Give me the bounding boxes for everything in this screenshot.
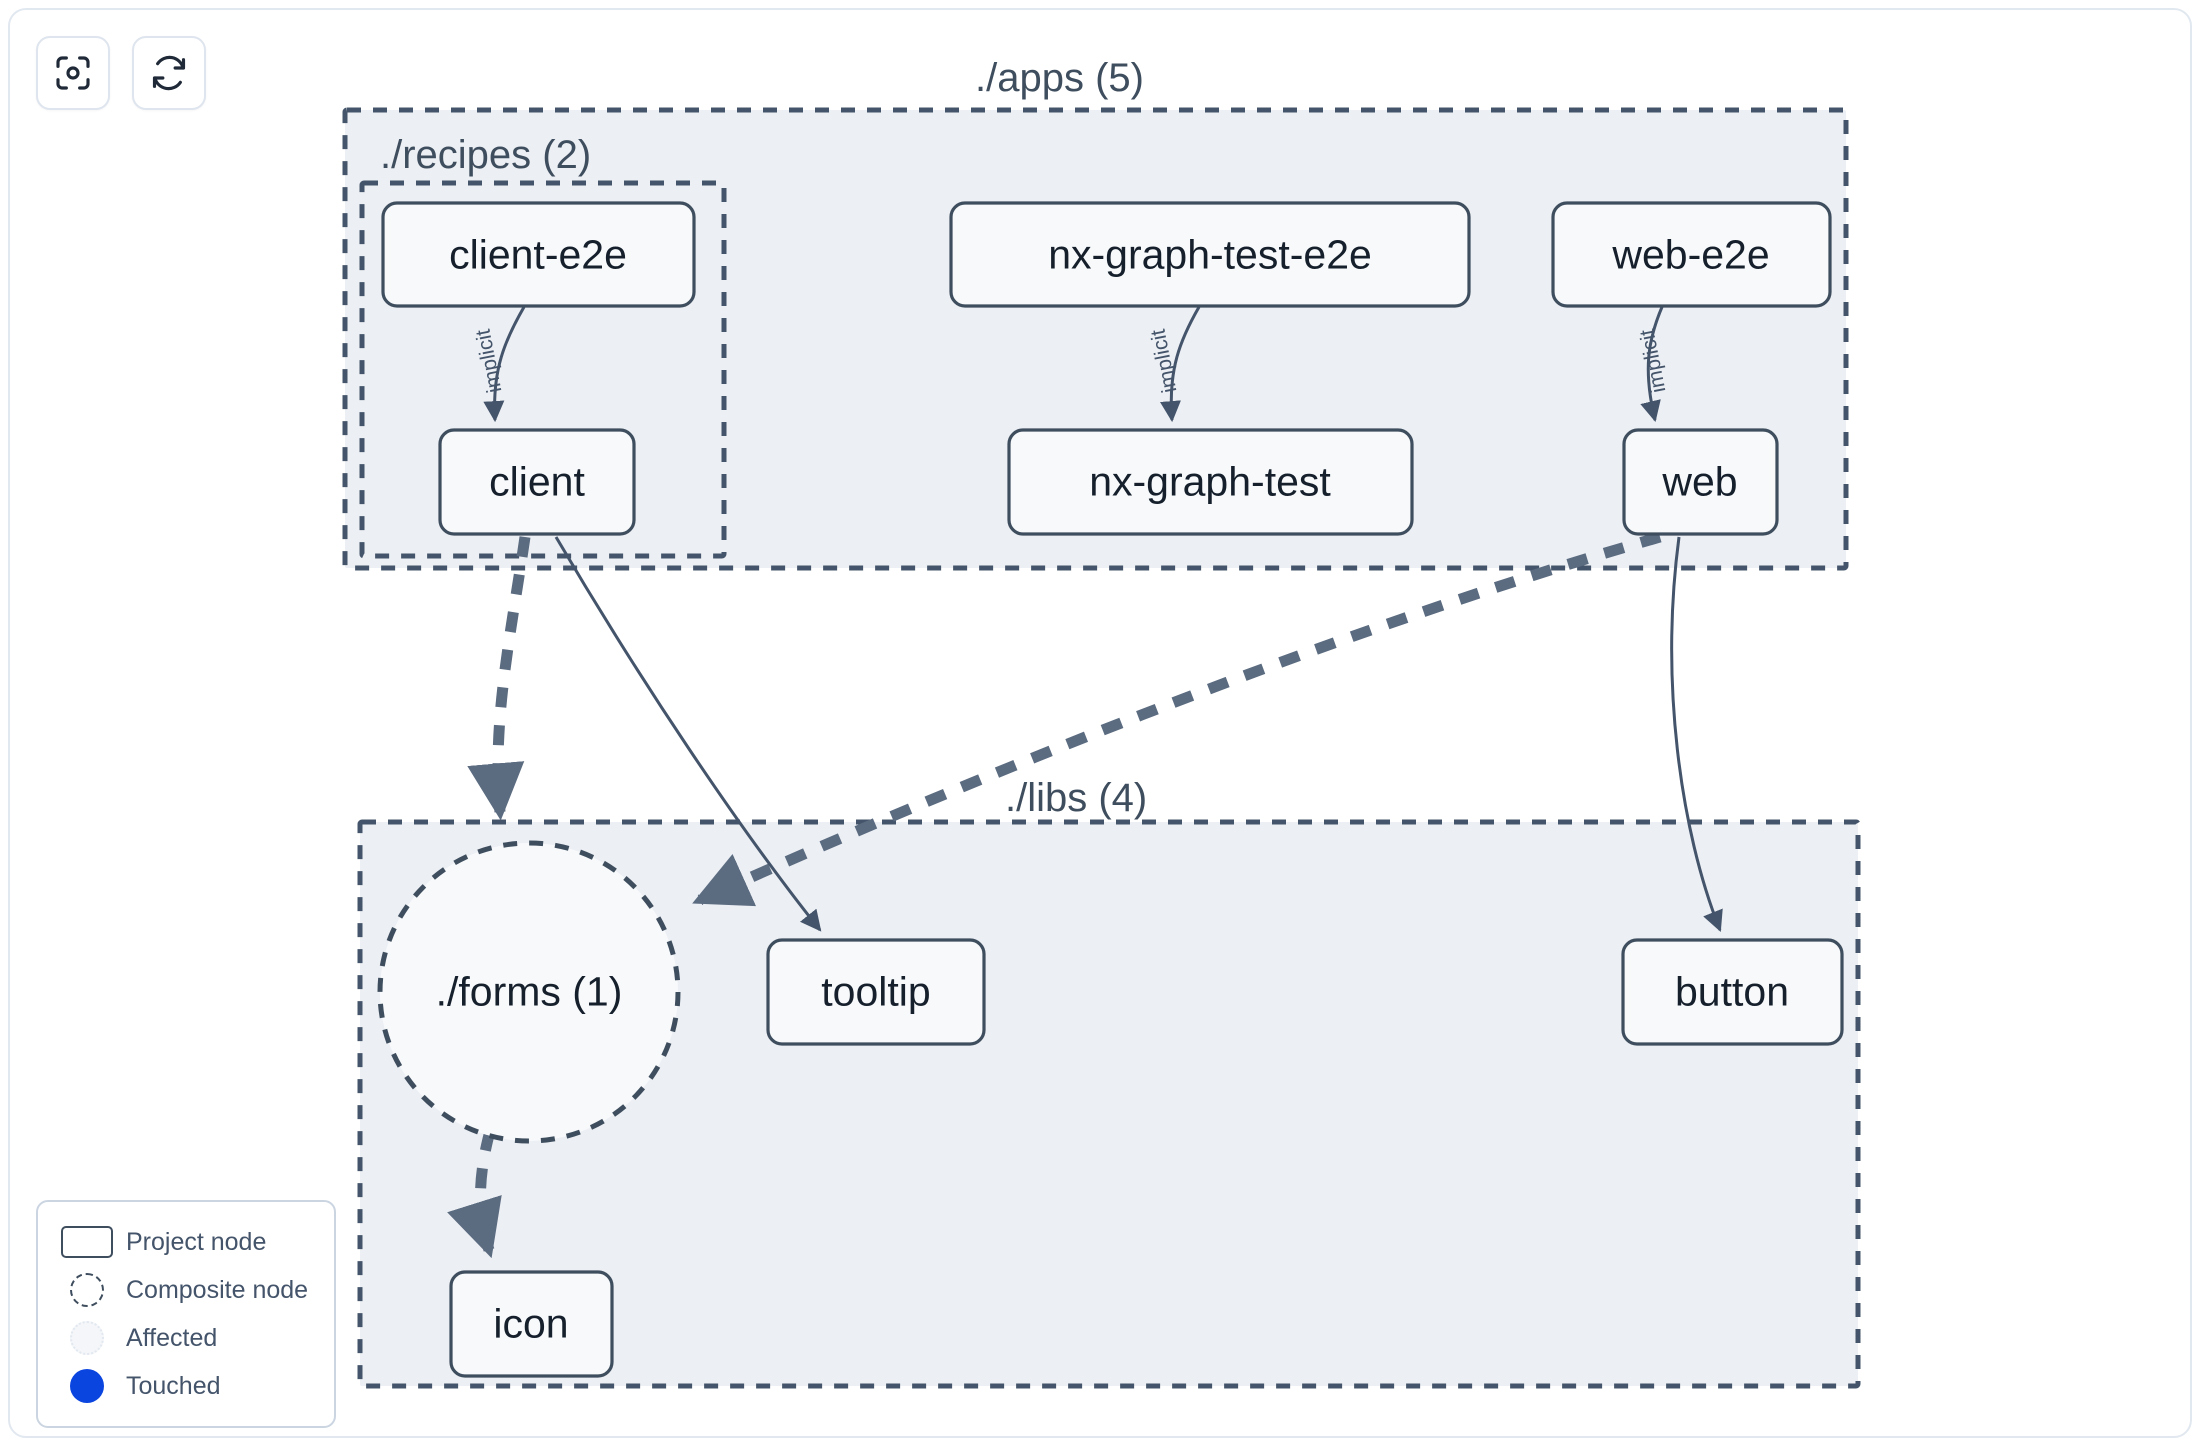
node-forms-composite[interactable]: [377, 840, 681, 1144]
legend-label-affected: Affected: [126, 1323, 218, 1352]
legend-item-touched: Touched: [56, 1362, 316, 1410]
edge-client-to-forms[interactable]: [467, 536, 531, 821]
project-node-swatch-icon: [56, 1226, 118, 1258]
legend-item-composite-node: Composite node: [56, 1266, 316, 1314]
node-tooltip[interactable]: [766, 938, 986, 1046]
focus-target-icon: [53, 53, 93, 93]
group-label-libs: ./libs (4): [1005, 776, 1148, 820]
edge-web-to-button[interactable]: [1670, 536, 1723, 932]
group-label-recipes: ./recipes (2): [380, 133, 592, 177]
refresh-icon: [149, 53, 189, 93]
node-web-e2e[interactable]: [1551, 201, 1832, 308]
node-icon[interactable]: [449, 1270, 614, 1378]
edge-forms-to-icon[interactable]: [447, 1129, 502, 1259]
edge-web-e2e-to-web[interactable]: [1640, 306, 1664, 423]
node-client-e2e[interactable]: [381, 201, 696, 308]
group-label-apps: ./apps (5): [975, 56, 1144, 100]
focus-graph-button[interactable]: [36, 36, 110, 110]
legend-item-affected: Affected: [56, 1314, 316, 1362]
graph-toolbar: [36, 36, 206, 110]
legend-label-project-node: Project node: [126, 1227, 267, 1256]
node-nx-graph-test-e2e[interactable]: [949, 201, 1471, 308]
edge-client-e2e-to-client[interactable]: [483, 306, 526, 423]
composite-node-swatch-icon: [56, 1273, 118, 1307]
legend-label-composite-node: Composite node: [126, 1275, 309, 1304]
legend-label-touched: Touched: [126, 1371, 221, 1400]
edge-web-to-forms[interactable]: [692, 531, 1662, 907]
node-web[interactable]: [1622, 428, 1779, 536]
edge-client-to-tooltip[interactable]: [554, 536, 822, 932]
touched-swatch-icon: [56, 1369, 118, 1403]
graph-legend: Project node Composite node Affected Tou…: [36, 1200, 336, 1428]
node-nx-graph-test[interactable]: [1007, 428, 1414, 536]
edge-nx-graph-test-e2e-to-nx-graph-test[interactable]: [1160, 306, 1201, 423]
node-client[interactable]: [438, 428, 636, 536]
node-button[interactable]: [1621, 938, 1844, 1046]
legend-item-project-node: Project node: [56, 1218, 316, 1266]
group-libs[interactable]: [357, 819, 1861, 1389]
refresh-graph-button[interactable]: [132, 36, 206, 110]
affected-swatch-icon: [56, 1321, 118, 1355]
